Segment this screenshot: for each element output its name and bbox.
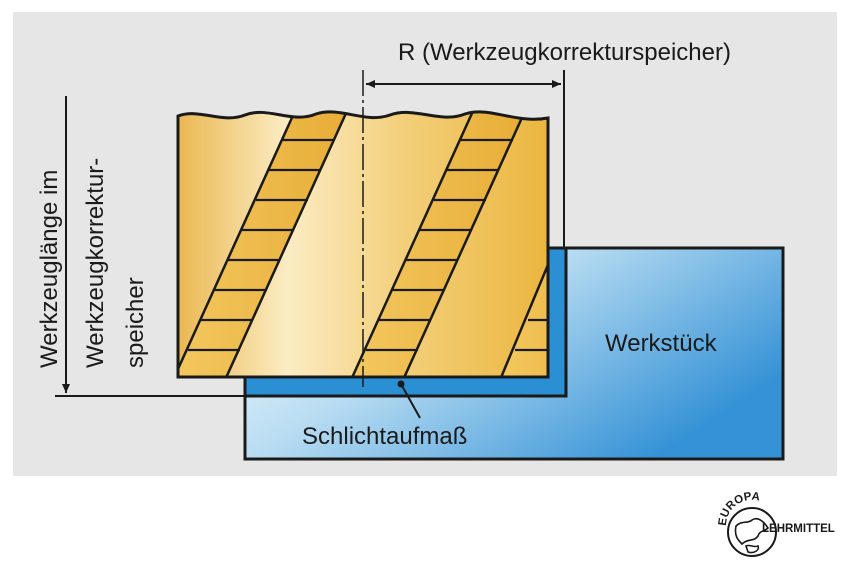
tool-length-label-line-3: speicher <box>122 277 149 368</box>
tool-flute-rungs <box>188 138 335 352</box>
tool-flute-rungs <box>366 138 513 352</box>
finishing-allowance-leader <box>397 380 421 419</box>
tool-length-dimension <box>55 96 245 397</box>
logo-right-text: LEHRMITTEL <box>762 523 835 535</box>
europa-lehrmittel-logo: EUROPA LEHRMITTEL <box>717 491 835 557</box>
finishing-allowance-label: Schlichtaufmaß <box>302 423 467 450</box>
radius-dimension <box>366 70 565 248</box>
radius-label: R (Werkzeugkorrekturspeicher) <box>398 39 731 66</box>
workpiece-label: Werkstück <box>605 330 718 357</box>
tool-flute-rungs <box>515 318 548 352</box>
globe-continents <box>734 517 770 554</box>
tool-flute <box>498 198 548 378</box>
tool-outline <box>176 110 550 379</box>
tool-length-label-line-2: Werkzeugkorrektur- <box>82 158 109 368</box>
globe-icon <box>727 507 777 557</box>
tool-length-label-line-1: Werkzeuglänge im <box>36 170 63 368</box>
